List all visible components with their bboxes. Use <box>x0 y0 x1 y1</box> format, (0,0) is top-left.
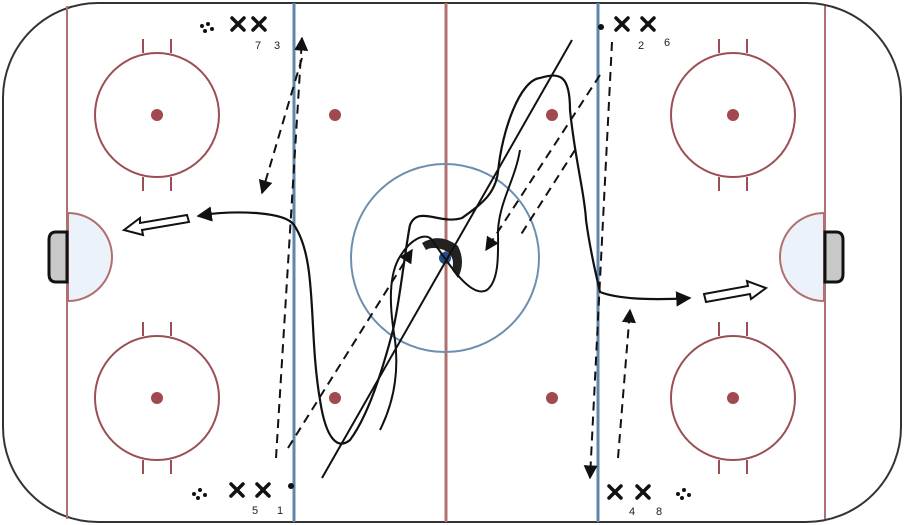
pass-line <box>275 36 309 459</box>
puck-dot-icon <box>288 483 294 489</box>
faceoff-circle-left-bottom <box>94 322 220 474</box>
faceoff-circle-right-bottom <box>670 322 796 474</box>
player-number: 7 <box>255 40 261 52</box>
faceoff-circle-left-top <box>94 39 220 191</box>
neutral-zone-dot <box>546 392 558 404</box>
player-x-icon <box>230 16 246 32</box>
goal-net-right <box>823 230 845 284</box>
pass-line <box>287 248 413 449</box>
goal-net-left <box>47 230 69 284</box>
player-number: 5 <box>252 505 258 517</box>
player-group-bottom-left: 5 1 <box>192 482 294 517</box>
player-number: 6 <box>664 37 670 49</box>
faceoff-circle-right-top <box>670 39 796 191</box>
player-number: 4 <box>629 506 635 518</box>
player-x-icon <box>635 484 651 500</box>
skater-path-start-left <box>196 206 213 222</box>
center-circle <box>350 163 540 353</box>
player-group-top-left: 7 3 <box>200 16 280 52</box>
shot-arrow-icon <box>121 213 191 237</box>
puck-pile-icon <box>200 22 214 33</box>
puck-dot-icon <box>598 24 604 30</box>
pass-line <box>583 41 613 480</box>
neutral-zone-dot <box>329 392 341 404</box>
player-x-icon <box>614 16 630 32</box>
goal-crease-right <box>779 211 825 303</box>
player-group-top-right: 2 6 <box>598 16 670 52</box>
player-number: 3 <box>274 40 280 52</box>
goal-crease-left <box>67 211 113 303</box>
faceoff-dot <box>727 392 739 404</box>
player-x-icon <box>255 482 271 498</box>
player-x-icon <box>640 16 656 32</box>
player-x-icon <box>607 484 623 500</box>
puck-pile-icon <box>676 488 691 500</box>
puck-pile-icon <box>192 488 207 500</box>
pass-line <box>617 308 636 459</box>
player-number: 1 <box>277 505 283 517</box>
pass-line <box>258 57 303 195</box>
player-x-icon <box>229 482 245 498</box>
shot-arrow-icon <box>702 279 769 304</box>
skater-path-diagonal <box>321 39 573 479</box>
pass-line <box>519 149 576 237</box>
pass-line <box>485 74 601 252</box>
player-x-icon <box>251 16 267 32</box>
neutral-zone-dot <box>546 109 558 121</box>
faceoff-dot <box>151 392 163 404</box>
player-number: 2 <box>638 40 644 52</box>
player-group-bottom-right: 4 8 <box>607 484 691 518</box>
faceoff-dot <box>151 109 163 121</box>
faceoff-dot <box>727 109 739 121</box>
neutral-zone-dot <box>329 109 341 121</box>
player-number: 8 <box>656 506 662 518</box>
center-puck-pile <box>422 238 462 278</box>
skater-path-left <box>199 74 692 445</box>
